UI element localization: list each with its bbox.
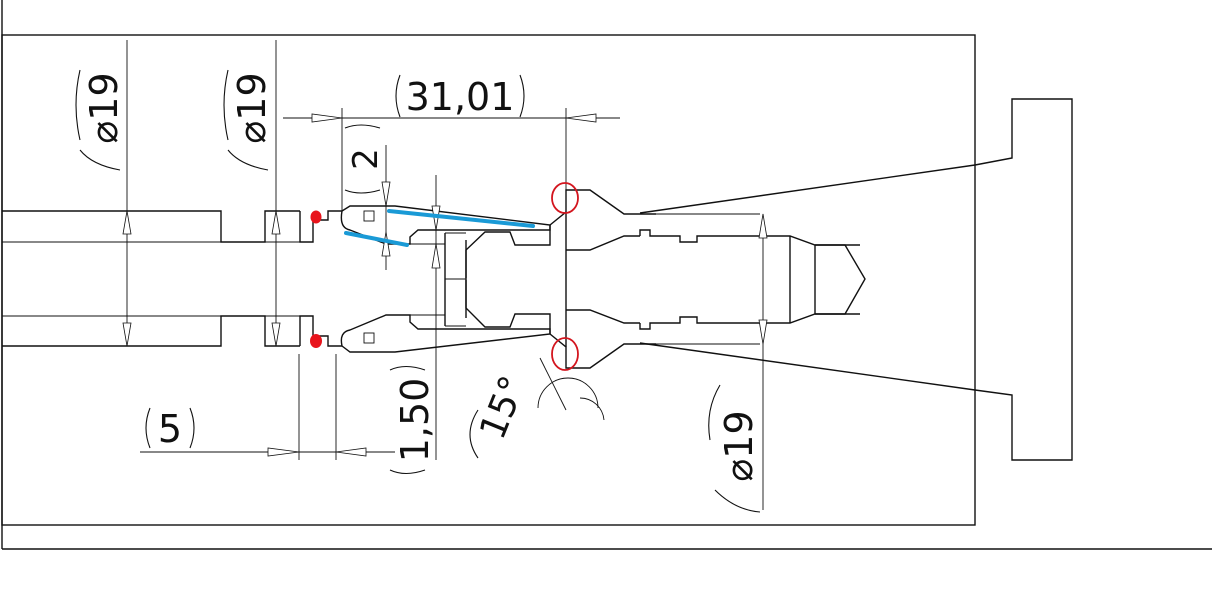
dimension-parentheses [75,69,761,513]
die-outline [639,98,1073,461]
red-dot-bottom [310,334,322,348]
red-circle-top [551,182,579,214]
dim-length-top: 31,01 [406,75,515,119]
dimension-texts: ⌀19 ⌀19 31,01 2 5 1,50 15° ⌀19 [82,72,761,481]
red-dot-top [310,210,322,224]
part-geometry [2,189,866,369]
blue-line-bottom [344,231,409,247]
dim-offset-left: 5 [158,407,182,451]
dim-wall-thickness: 1,50 [393,378,437,463]
markup-annotations [310,182,579,371]
drawing-frame [1,0,1212,550]
dim-diameter-right: ⌀19 [717,410,761,481]
angle-arc [537,377,605,421]
dimension-arrows [122,113,768,457]
dim-angle: 15° [472,370,534,445]
dim-diameter-left-1: ⌀19 [82,72,126,143]
dim-gap-top: 2 [346,148,386,170]
red-circle-bottom [551,337,579,371]
blue-line-top [387,209,535,228]
dim-diameter-left-2: ⌀19 [230,72,274,143]
